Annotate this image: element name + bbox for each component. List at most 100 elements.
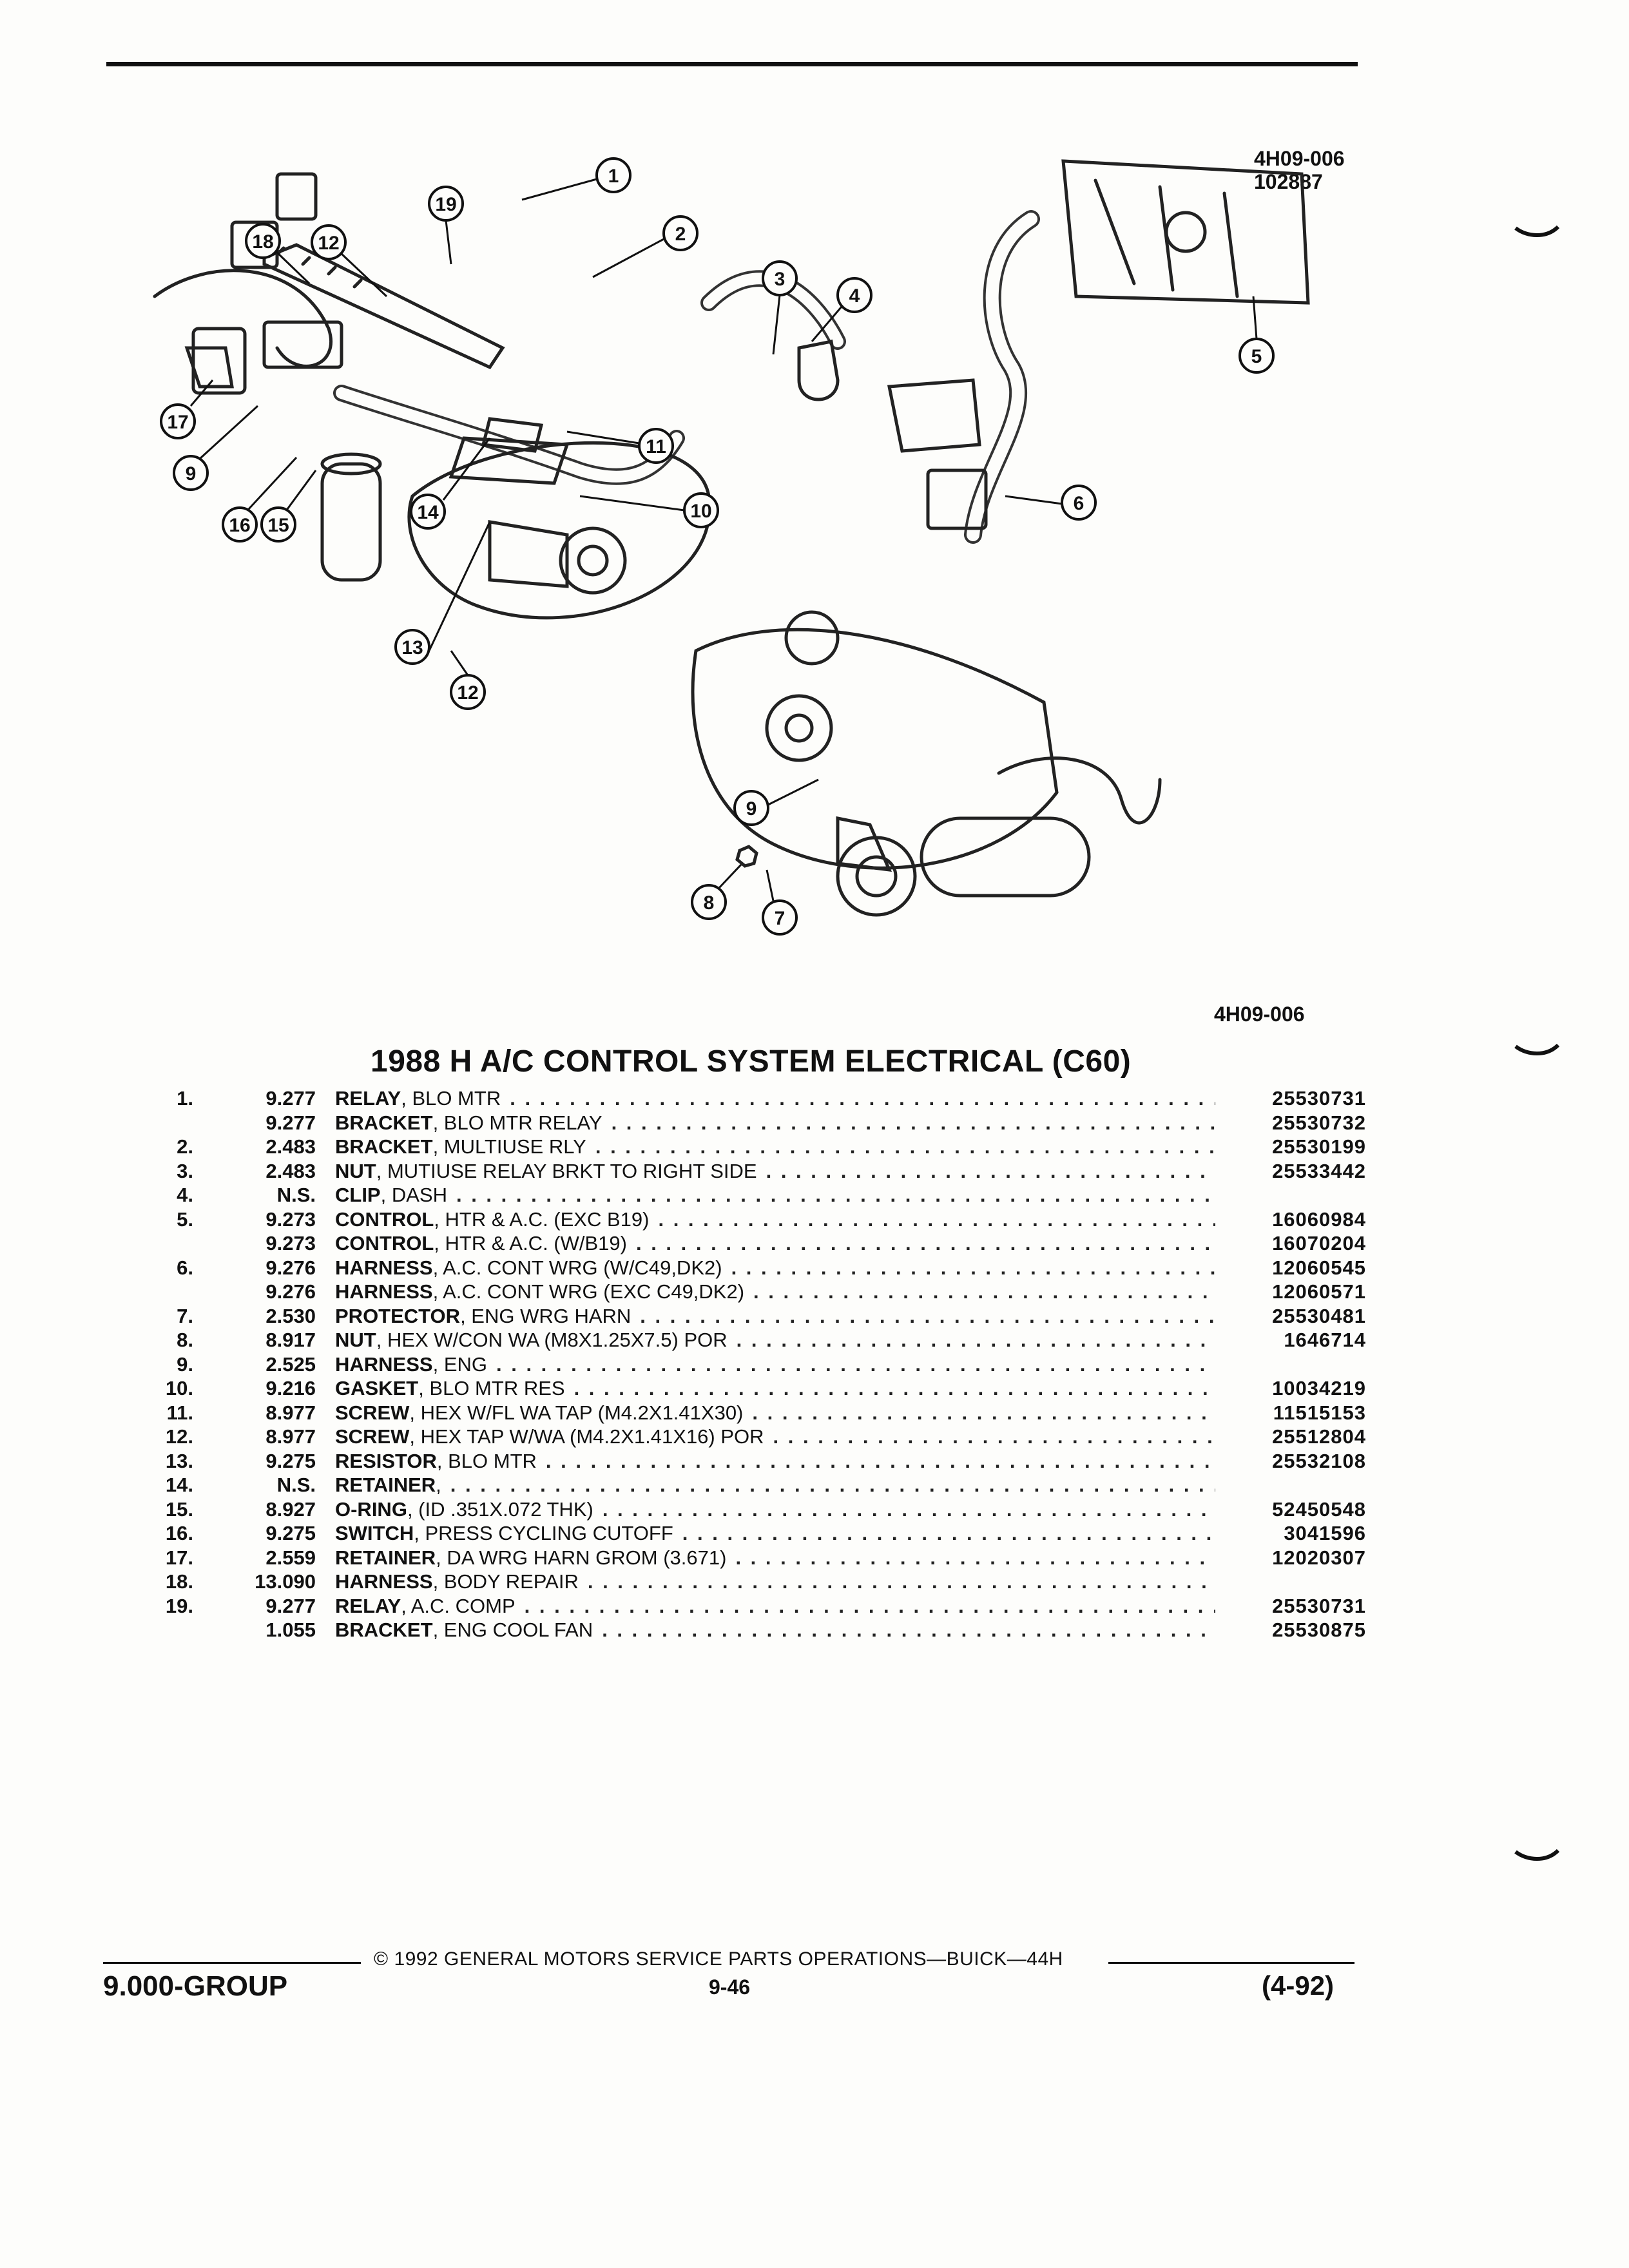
callout-16: 16	[222, 506, 258, 543]
part-name: HARNESS	[335, 1570, 433, 1593]
group-number: 9.277	[265, 1087, 316, 1110]
dot-leader	[588, 1570, 1215, 1594]
svg-text:19: 19	[435, 194, 456, 215]
part-description: SWITCH, PRESS CYCLING CUTOFF	[316, 1521, 1215, 1546]
part-number: 25512804	[1272, 1425, 1366, 1448]
part-detail: , (ID .351X.072 THK)	[407, 1497, 593, 1521]
part-number: 25532108	[1272, 1449, 1366, 1472]
top-rule	[106, 62, 1358, 66]
dot-leader	[766, 1159, 1215, 1184]
part-number: 25530199	[1272, 1135, 1366, 1158]
part-name: BRACKET	[335, 1135, 433, 1158]
group-number: 8.917	[265, 1329, 316, 1351]
callout-9-engine: 9	[733, 790, 769, 826]
part-detail: , BLO MTR RES	[418, 1377, 565, 1399]
callout-17: 17	[160, 403, 196, 439]
part-number: 25530875	[1272, 1619, 1366, 1641]
item-number: 14.	[165, 1474, 193, 1496]
item-number: 11.	[166, 1401, 193, 1424]
part-description: BRACKET, BLO MTR RELAY	[316, 1111, 1215, 1135]
callout-7: 7	[762, 899, 798, 936]
part-detail: ,	[436, 1474, 441, 1496]
svg-text:9: 9	[186, 463, 197, 485]
part-description: SCREW, HEX TAP W/WA (M4.2X1.41X16) POR	[316, 1425, 1215, 1449]
item-number: 17.	[165, 1546, 193, 1569]
part-detail: , ENG WRG HARN	[460, 1304, 631, 1327]
item-number: 19.	[165, 1594, 193, 1617]
callout-bubbles: 1 2 3 4 5 6 7 8 9 9 10 11 12 12 13 14 15…	[160, 157, 1275, 936]
part-description: GASKET, BLO MTR RES	[316, 1376, 1215, 1401]
part-number: 16070204	[1272, 1232, 1366, 1254]
part-description: PROTECTOR, ENG WRG HARN	[316, 1304, 1215, 1329]
callout-14: 14	[410, 494, 446, 530]
part-name: RESISTOR	[335, 1449, 437, 1472]
page-number: 9-46	[709, 1975, 751, 1999]
part-name: HARNESS	[335, 1352, 433, 1376]
svg-text:1: 1	[608, 166, 619, 187]
binder-hole-mark-1	[1514, 226, 1559, 237]
svg-text:11: 11	[646, 436, 666, 457]
part-detail: , BODY REPAIR	[432, 1570, 579, 1593]
item-number: 18.	[165, 1570, 193, 1593]
dot-leader	[450, 1473, 1215, 1497]
group-number: 8.977	[265, 1425, 316, 1448]
dot-leader	[737, 1328, 1215, 1352]
part-name: RELAY	[335, 1594, 401, 1617]
part-detail: , MUTIUSE RELAY BRKT TO RIGHT SIDE	[376, 1159, 757, 1182]
part-description: RETAINER, DA WRG HARN GROM (3.671)	[316, 1546, 1215, 1570]
exploded-parts-diagram: 1 2 3 4 5 6 7 8 9 9 10 11 12 12 13 14 15…	[153, 157, 1310, 936]
part-name: BRACKET	[335, 1111, 433, 1134]
item-number: 10.	[165, 1377, 193, 1399]
part-name: SCREW	[335, 1401, 410, 1424]
copyright-text: © 1992 GENERAL MOTORS SERVICE PARTS OPER…	[374, 1948, 1063, 1970]
part-description: O-RING, (ID .351X.072 THK)	[316, 1497, 1215, 1522]
callout-1: 1	[595, 157, 631, 193]
group-number: 8.927	[265, 1497, 316, 1521]
callout-18: 18	[245, 223, 281, 259]
dot-leader	[658, 1207, 1215, 1232]
part-description: BRACKET, MULTIUSE RLY	[316, 1135, 1215, 1159]
svg-text:12: 12	[457, 682, 478, 704]
part-number: 25530731	[1272, 1594, 1366, 1617]
svg-text:8: 8	[704, 892, 715, 914]
footer-rule-left	[103, 1962, 361, 1964]
callout-12-top: 12	[311, 224, 347, 260]
callout-13: 13	[394, 629, 430, 665]
svg-text:15: 15	[267, 515, 289, 536]
part-description: NUT, HEX W/CON WA (M8X1.25X7.5) POR	[316, 1328, 1215, 1352]
callout-5: 5	[1239, 338, 1275, 374]
part-detail: , A.C. CONT WRG (W/C49,DK2)	[432, 1256, 722, 1279]
part-number: 11515153	[1273, 1401, 1366, 1424]
svg-text:16: 16	[229, 515, 250, 536]
part-detail: , BLO MTR RELAY	[432, 1111, 602, 1134]
item-number: 6.	[177, 1256, 193, 1279]
svg-text:12: 12	[318, 233, 339, 254]
part-detail: , HTR & A.C. (EXC B19)	[434, 1207, 650, 1231]
section-title: 1988 H A/C CONTROL SYSTEM ELECTRICAL (C6…	[371, 1044, 1132, 1079]
dot-leader	[602, 1618, 1215, 1642]
part-description: RESISTOR, BLO MTR	[316, 1449, 1215, 1474]
part-description: RELAY, A.C. COMP	[316, 1594, 1215, 1619]
callout-12-bottom: 12	[450, 674, 486, 710]
group-number: 9.275	[265, 1522, 316, 1544]
part-detail: , A.C. COMP	[401, 1594, 516, 1617]
group-number: 2.483	[265, 1135, 316, 1158]
parts-row: 4.N.S.CLIP, DASH	[155, 1183, 1366, 1207]
group-number: 9.277	[265, 1111, 316, 1134]
svg-text:10: 10	[690, 501, 711, 522]
svg-text:4: 4	[849, 285, 860, 307]
part-name: RELAY	[335, 1087, 401, 1110]
part-description: HARNESS, A.C. CONT WRG (W/C49,DK2)	[316, 1256, 1215, 1280]
part-detail: , ENG COOL FAN	[432, 1619, 593, 1641]
